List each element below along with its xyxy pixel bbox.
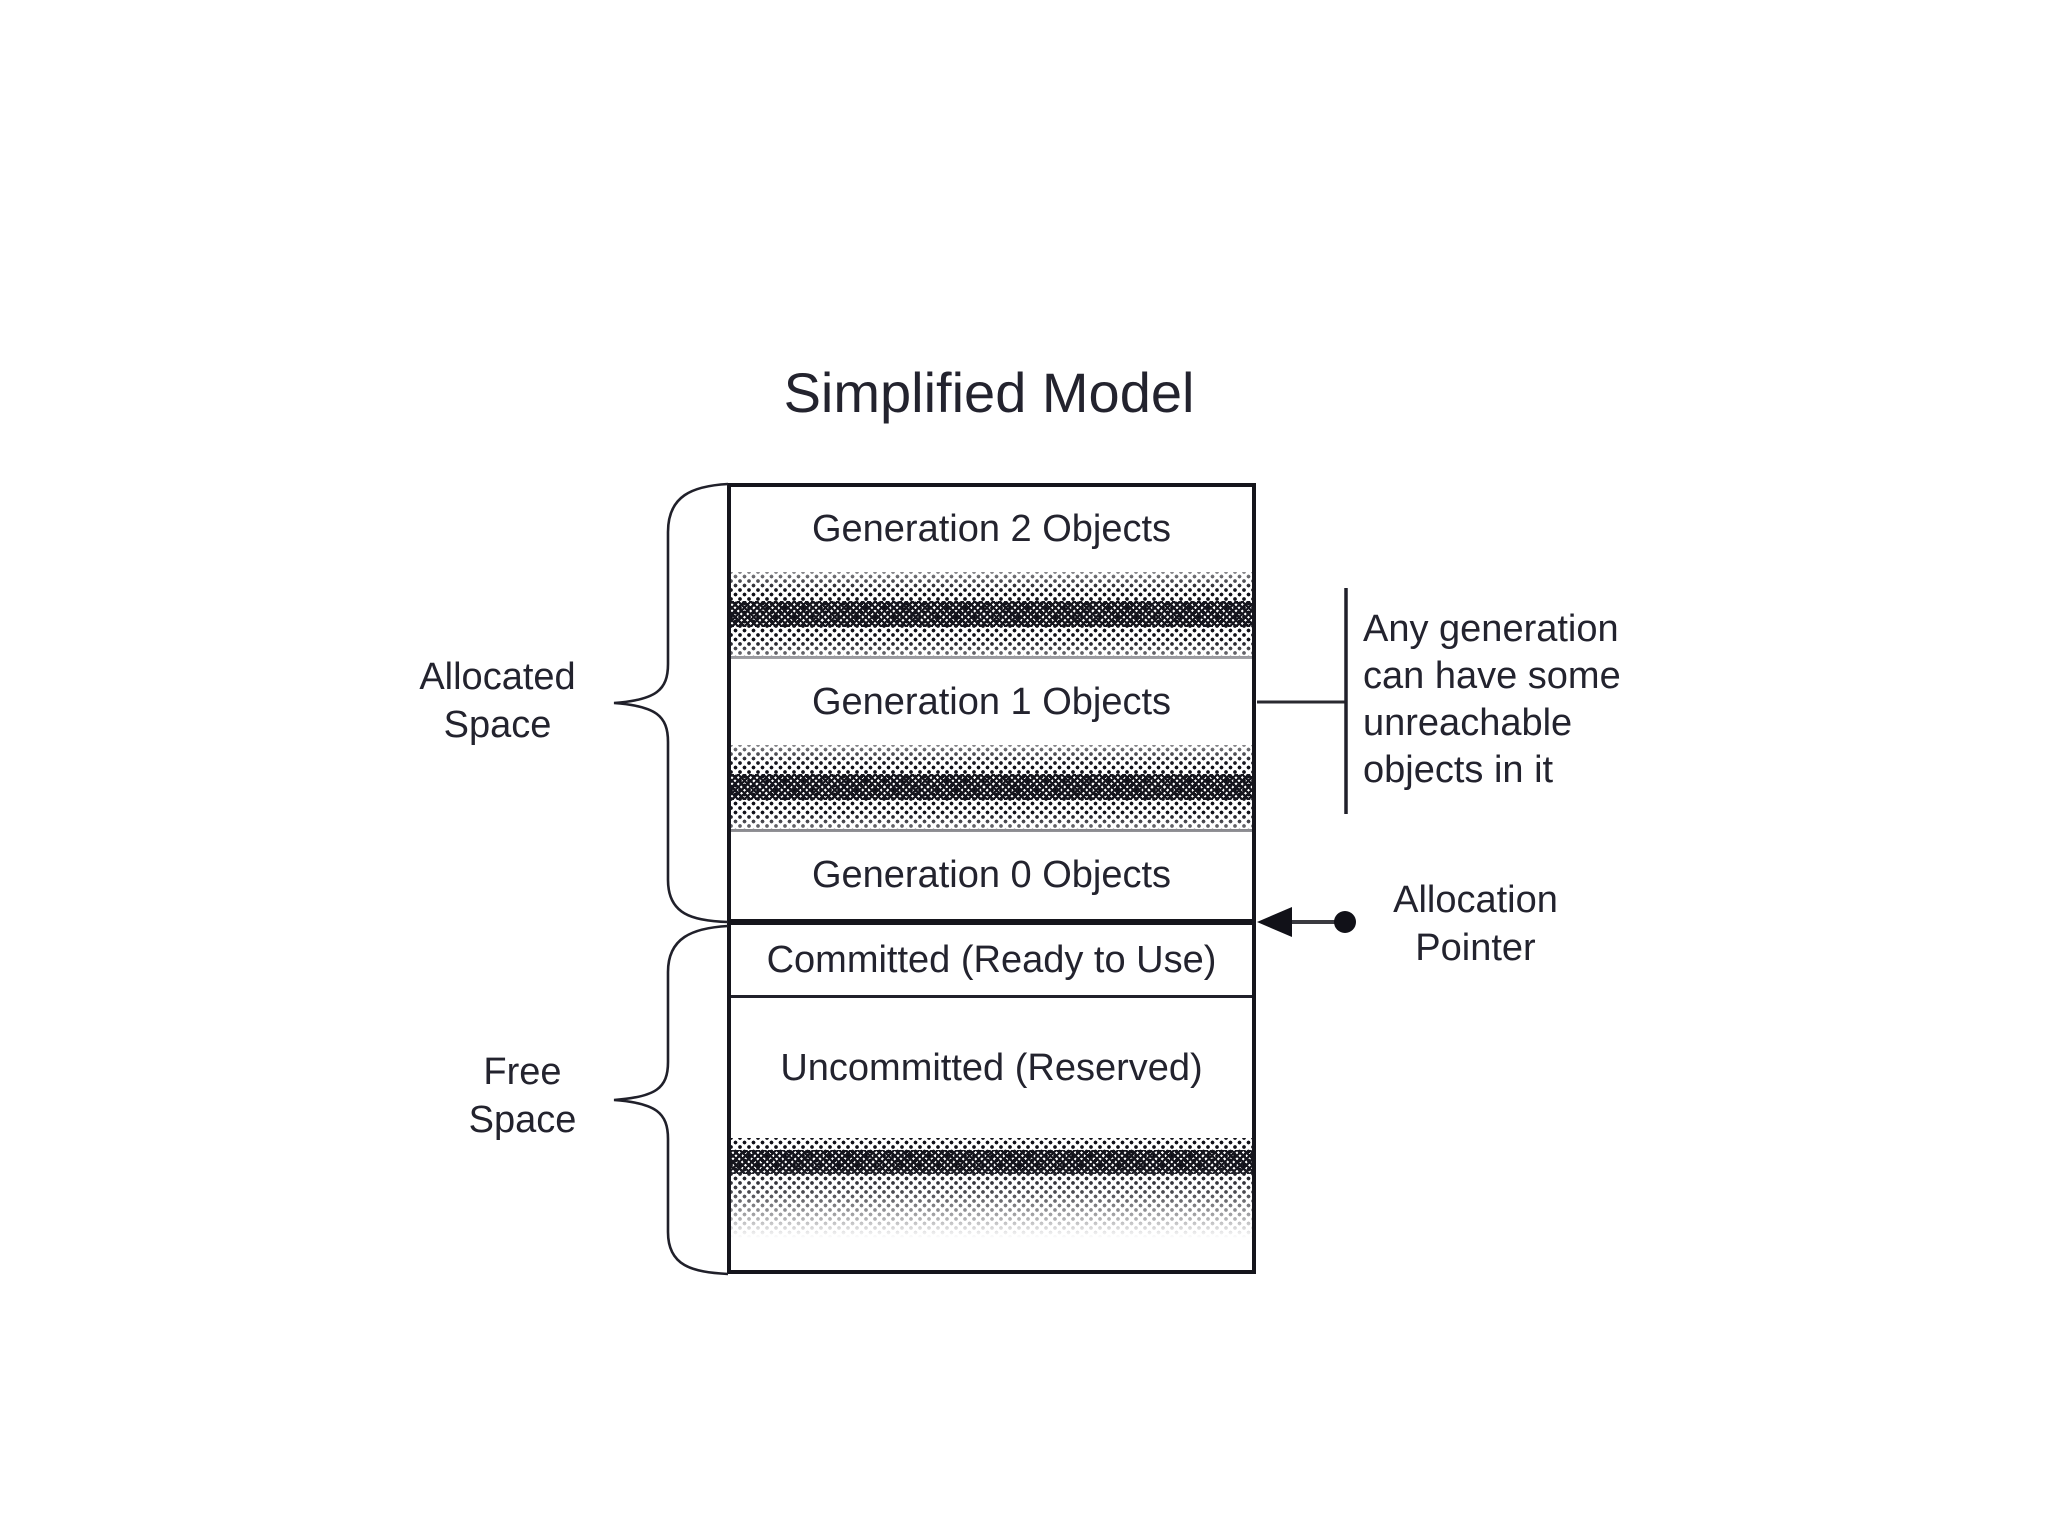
allocated-space-line1: Allocated — [419, 656, 576, 698]
free-space-line1: Free — [483, 1051, 562, 1093]
unreachable-objects-band-1 — [731, 572, 1252, 659]
note-line3: unreachable — [1363, 702, 1573, 744]
unreachable-objects-note: Any generation can have some unreachable… — [1363, 606, 1693, 794]
allocation-pointer-arrowhead-icon — [1257, 907, 1292, 937]
committed-row: Committed (Ready to Use) — [731, 925, 1252, 998]
memory-layout-box: Generation 2 Objects Generation 1 Object… — [727, 483, 1256, 1274]
generation-0-row: Generation 0 Objects — [731, 832, 1252, 925]
note-line2: can have some — [1363, 655, 1621, 697]
allocation-pointer-label: Allocation Pointer — [1353, 876, 1598, 972]
uncommitted-row: Uncommitted (Reserved) — [731, 998, 1252, 1138]
generation-1-label: Generation 1 Objects — [811, 680, 1172, 723]
allocation-pointer-line2: Pointer — [1415, 927, 1536, 969]
box-bottom-gap — [731, 1238, 1252, 1270]
generation-2-label: Generation 2 Objects — [811, 508, 1172, 550]
generation-2-row: Generation 2 Objects — [731, 487, 1252, 572]
allocated-space-brace — [613, 482, 729, 924]
unreachable-objects-band-2 — [731, 745, 1252, 832]
note-line1: Any generation — [1363, 608, 1619, 650]
note-line4: objects in it — [1363, 749, 1554, 791]
page-title: Simplified Model — [783, 361, 1195, 424]
reserved-tail-band — [731, 1138, 1252, 1238]
free-space-label: Free Space — [405, 1048, 640, 1144]
uncommitted-label: Uncommitted (Reserved) — [780, 1046, 1203, 1089]
allocated-space-line2: Space — [443, 704, 552, 746]
committed-label: Committed (Ready to Use) — [766, 938, 1217, 981]
generation-0-label: Generation 0 Objects — [811, 854, 1172, 896]
allocation-pointer-line1: Allocation — [1393, 879, 1558, 921]
free-space-line2: Space — [468, 1099, 577, 1141]
generation-1-row: Generation 1 Objects — [731, 659, 1252, 745]
allocated-space-label: Allocated Space — [380, 653, 615, 749]
